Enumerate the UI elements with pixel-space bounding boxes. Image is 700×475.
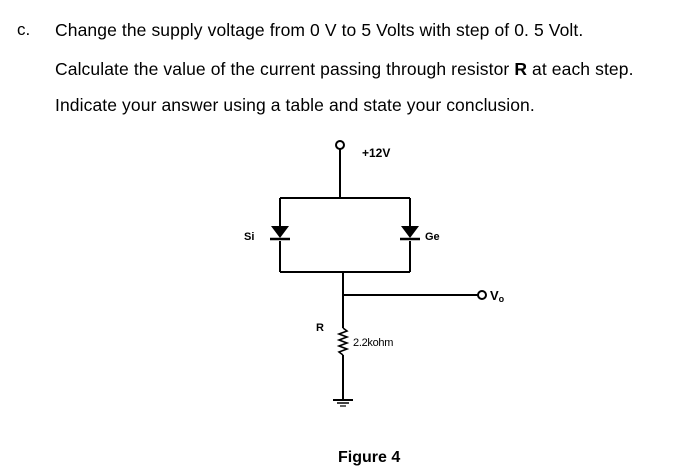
resistor-value-label: 2.2kohm <box>353 337 393 349</box>
diode-ge <box>400 226 420 241</box>
question-line-1: Change the supply voltage from 0 V to 5 … <box>55 20 584 40</box>
question-label: c. <box>17 20 31 39</box>
output-voltage-label: Vo <box>490 288 505 304</box>
question-line-3: Indicate your answer using a table and s… <box>55 95 535 115</box>
question-line-2: Calculate the value of the current passi… <box>55 59 634 80</box>
output-voltage-subscript: o <box>499 294 505 304</box>
figure-caption: Figure 4 <box>338 449 401 466</box>
resistor-label: R <box>316 322 324 334</box>
question-line-2-end: at each step. <box>527 59 634 79</box>
resistor-reference: R <box>514 59 528 79</box>
resistor-r <box>336 327 350 356</box>
question-line-2-start: Calculate the value of the current passi… <box>55 59 515 79</box>
diode-si <box>270 226 290 241</box>
output-terminal <box>477 290 487 300</box>
diode-si-label: Si <box>244 231 254 243</box>
diode-ge-label: Ge <box>425 231 440 243</box>
supply-voltage-label: +12V <box>362 146 390 160</box>
supply-terminal <box>335 140 345 150</box>
output-voltage-letter: V <box>490 288 499 303</box>
